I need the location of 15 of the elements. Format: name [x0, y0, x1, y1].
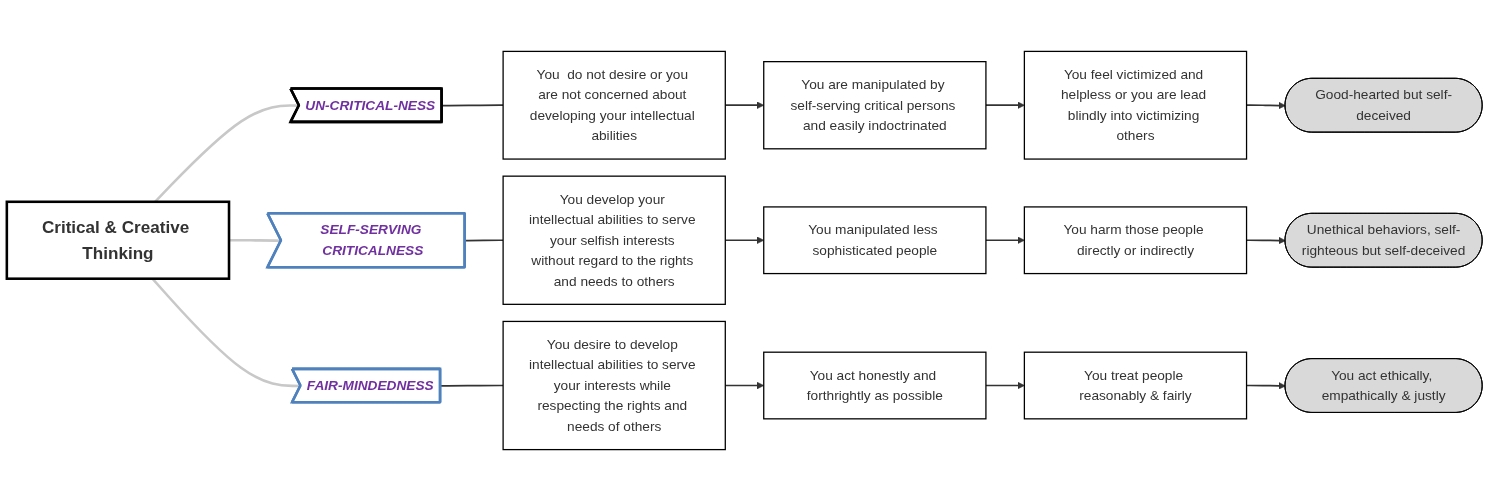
node-box: You treat people reasonably & fairly: [1023, 351, 1248, 420]
node-box: You manipulated less sophisticated people: [763, 206, 987, 275]
node-box: You feel victimized and helpless or you are lead blindly into victimizing others: [1023, 50, 1248, 160]
node-box: You harm those people directly or indirectly: [1023, 206, 1248, 275]
node-box: You desire to develop intellectual abilities to serve your interests while respecting the rights and needs of others: [502, 320, 726, 451]
node-box: Critical & Creative Thinking: [5, 200, 231, 280]
arrow: [985, 236, 1025, 244]
arrow: [985, 381, 1025, 390]
connector: [464, 239, 504, 242]
connector: [441, 104, 504, 107]
node-box: You are manipulated by self-serving critical persons and easily indoctrinated: [763, 61, 987, 150]
node-box: You act honestly and forthrightly as possible: [763, 351, 987, 420]
node-box: You develop your intellectual abilities to serve your selfish interests without regard to the rights and needs to others: [502, 175, 726, 305]
node-box: You do not desire or you are not concerned about developing your intellectual abilities: [502, 50, 726, 160]
arrow: [985, 101, 1025, 109]
